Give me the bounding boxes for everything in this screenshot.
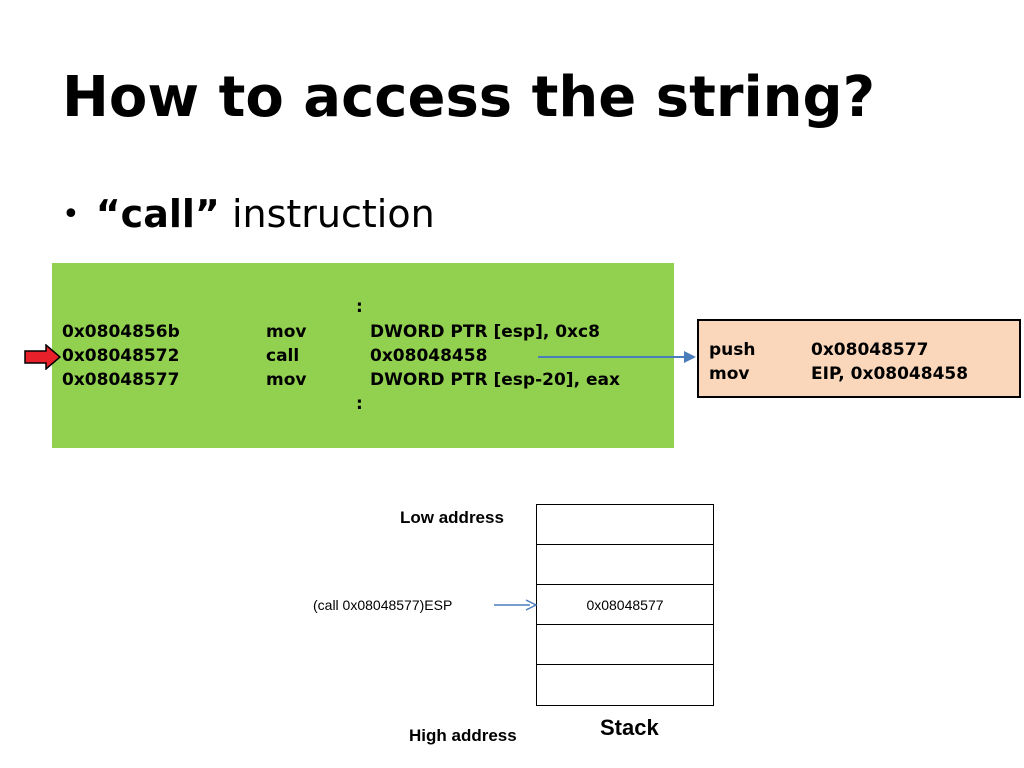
code-line-3-op: mov xyxy=(266,370,307,390)
esp-pointer-arrow-icon xyxy=(494,599,538,611)
stack-cell xyxy=(537,545,713,585)
stack-caption: Stack xyxy=(600,715,659,740)
code-line-2-args: 0x08048458 xyxy=(370,346,488,366)
code-line-1-args: DWORD PTR [esp], 0xc8 xyxy=(370,322,600,342)
slide-title: How to access the string? xyxy=(62,65,876,130)
bullet-point: • “call” instruction xyxy=(62,188,435,241)
mov-line-args: EIP, 0x08048458 xyxy=(811,364,969,384)
stack-cell xyxy=(537,505,713,545)
stack-cell xyxy=(537,625,713,665)
bullet-marker: • xyxy=(62,197,80,232)
push-line-args: 0x08048577 xyxy=(811,340,929,360)
call-expansion-arrow-icon xyxy=(538,351,696,363)
bullet-text: instruction xyxy=(219,192,435,236)
current-instruction-arrow-icon xyxy=(24,344,62,370)
bullet-keyword: “call” xyxy=(95,192,220,236)
code-line-2-op: call xyxy=(266,346,300,366)
call-expansion-box: push 0x08048577 mov EIP, 0x08048458 xyxy=(697,319,1021,398)
stack-cell-esp: 0x08048577 xyxy=(537,585,713,625)
code-listing: : 0x0804856b mov DWORD PTR [esp], 0xc8 0… xyxy=(52,263,674,448)
ellipsis-bottom: : xyxy=(356,394,363,414)
code-line-1-op: mov xyxy=(266,322,307,342)
high-address-label: High address xyxy=(409,726,517,745)
code-line-1-address: 0x0804856b xyxy=(62,322,180,342)
code-line-2-address: 0x08048572 xyxy=(62,346,180,366)
code-line-3-args: DWORD PTR [esp-20], eax xyxy=(370,370,620,390)
esp-label: (call 0x08048577)ESP xyxy=(313,597,453,613)
ellipsis-top: : xyxy=(356,297,363,317)
push-line-op: push xyxy=(709,340,756,360)
stack-diagram: 0x08048577 xyxy=(536,504,714,706)
stack-cell xyxy=(537,665,713,705)
code-line-3-address: 0x08048577 xyxy=(62,370,180,390)
mov-line-op: mov xyxy=(709,364,750,384)
low-address-label: Low address xyxy=(400,508,504,527)
